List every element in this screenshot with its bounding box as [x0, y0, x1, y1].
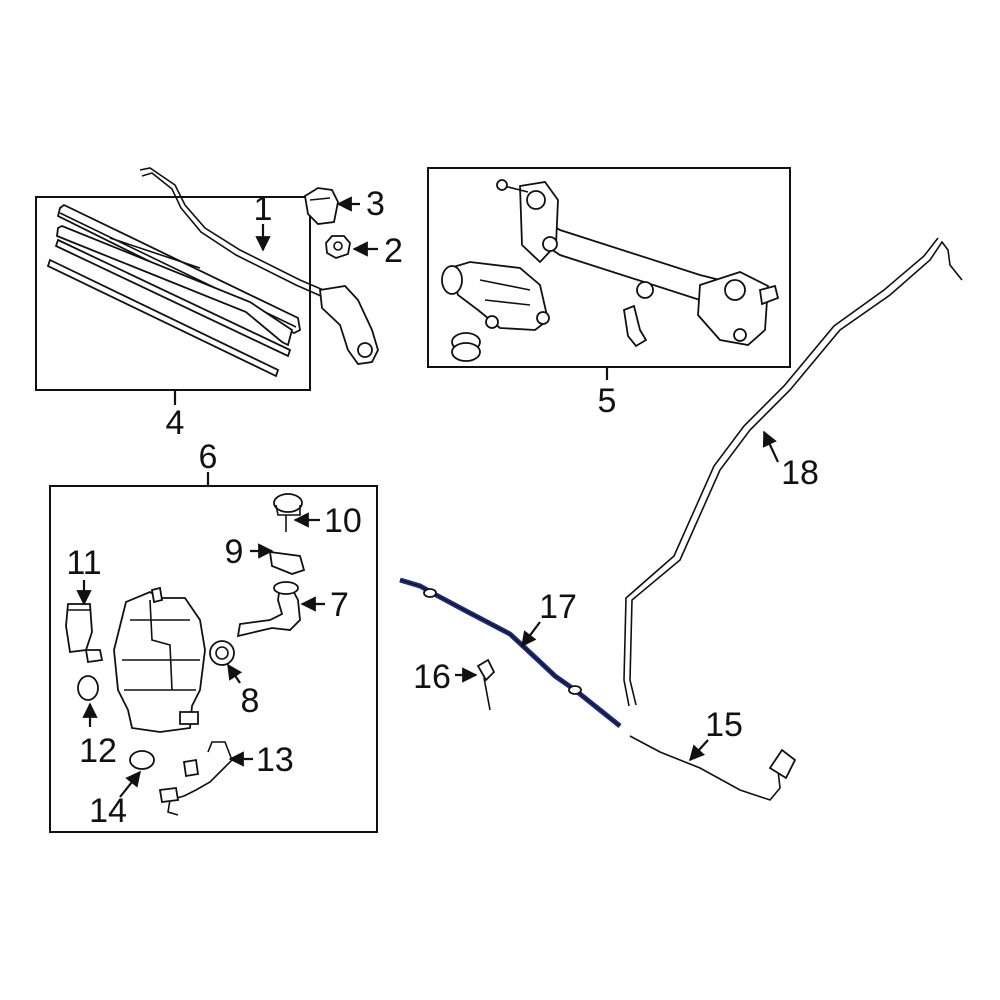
hose-end[interactable]: [629, 735, 797, 801]
leader-lines: [76, 196, 779, 798]
callout-1: 1: [254, 190, 273, 228]
long-hose[interactable]: [623, 237, 963, 707]
filler-neck[interactable]: [236, 581, 301, 638]
washer-reservoir[interactable]: [113, 586, 206, 733]
callout-4: 4: [166, 404, 185, 442]
wiper-arm[interactable]: [139, 167, 379, 365]
callout-18: 18: [781, 454, 819, 492]
reservoir-cap[interactable]: [273, 493, 303, 532]
callout-16: 16: [413, 658, 451, 696]
box-wiper-motor-linkage: [427, 167, 791, 368]
callout-7: 7: [330, 586, 349, 624]
drain-plug[interactable]: [129, 750, 155, 770]
callout-15: 15: [705, 706, 743, 744]
callout-2: 2: [384, 232, 403, 270]
box-washer-reservoir: [49, 485, 378, 833]
arm-cap[interactable]: [304, 187, 339, 225]
callout-6: 6: [199, 438, 218, 476]
retainer-clip[interactable]: [268, 550, 306, 575]
seal-grommet[interactable]: [209, 640, 235, 666]
callout-8: 8: [241, 682, 260, 720]
box-wiper-blade: [35, 196, 311, 391]
nozzle-connector[interactable]: [476, 658, 496, 711]
washer-hose-highlighted[interactable]: [399, 577, 622, 728]
wiper-motor-linkage[interactable]: [441, 179, 780, 362]
callout-5: 5: [598, 382, 617, 420]
callout-17: 17: [539, 588, 577, 626]
callout-9: 9: [225, 533, 244, 571]
callout-13: 13: [256, 741, 294, 779]
callout-12: 12: [79, 732, 117, 770]
callout-labels: 1 2 3 4 5 6 7 8 9 10 11 12 13 14 15 16 1…: [66, 185, 819, 830]
arm-nut[interactable]: [325, 235, 351, 259]
wiper-blades[interactable]: [46, 203, 301, 378]
callout-3: 3: [366, 185, 385, 223]
callout-14: 14: [89, 792, 127, 830]
callout-10: 10: [324, 502, 362, 540]
level-sensor[interactable]: [158, 741, 233, 816]
callout-11: 11: [66, 544, 101, 582]
washer-pump[interactable]: [65, 603, 104, 664]
pump-grommet[interactable]: [77, 675, 99, 701]
